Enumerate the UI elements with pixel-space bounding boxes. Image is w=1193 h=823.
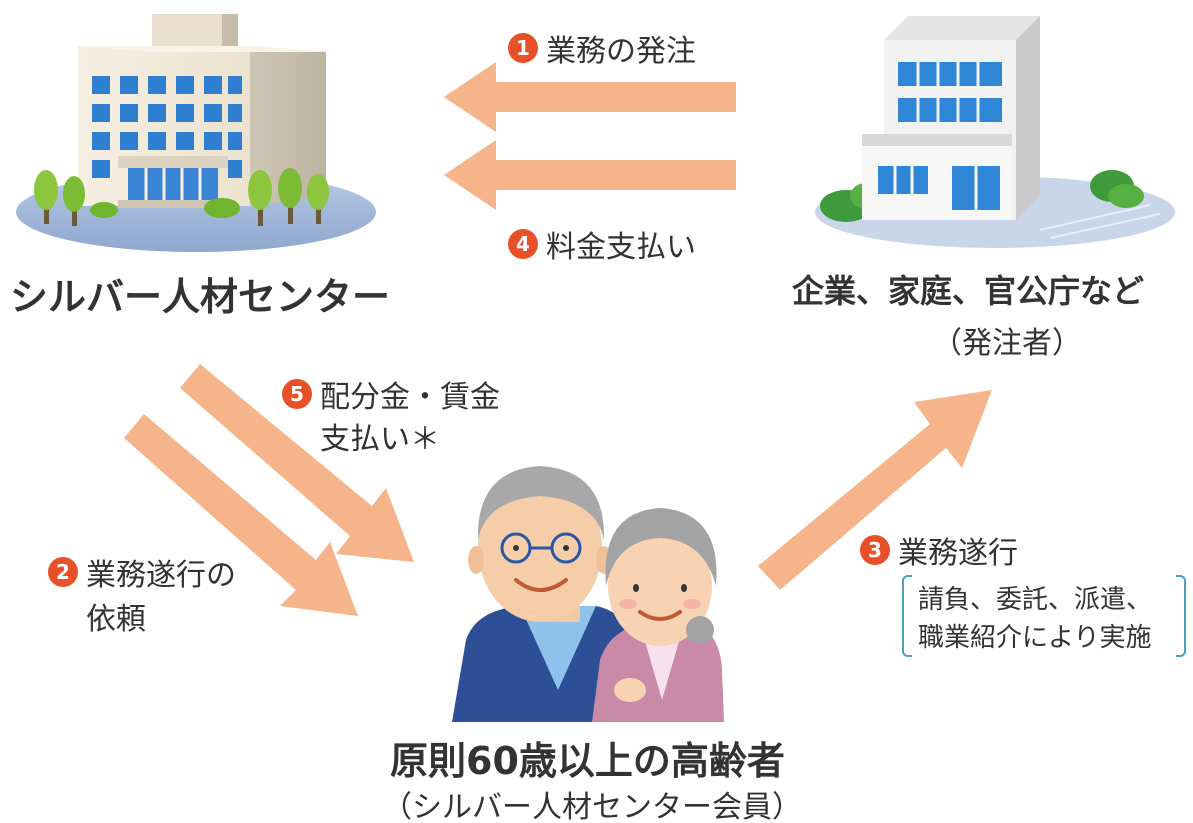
- step-2-label: 2 業務遂行の: [48, 550, 236, 594]
- step-3-note-line2: 職業紹介により実施: [918, 623, 1152, 653]
- node-silver-center: シルバー人材センター: [10, 275, 391, 319]
- note-bracket-right: [1176, 575, 1186, 657]
- step-5-badge: 5: [282, 379, 312, 409]
- step-3-badge: 3: [860, 535, 890, 565]
- arrow-execution: [758, 390, 992, 590]
- step-1-text: 業務の発注: [546, 34, 696, 69]
- company-building-icon: [815, 16, 1175, 248]
- note-bracket-left: [902, 575, 912, 657]
- arrow-order: [444, 62, 736, 132]
- step-5-text-line2: 支払い＊: [320, 422, 440, 457]
- node-client-sub: （発注者）: [932, 326, 1082, 361]
- arrow-request: [124, 414, 358, 616]
- step-5-text-line1: 配分金・賃金: [320, 380, 500, 415]
- arrow-wage: [180, 364, 414, 562]
- step-3-note: 請負、委託、派遣、 職業紹介により実施: [902, 575, 1192, 657]
- step-5-label: 5 配分金・賃金: [282, 372, 500, 416]
- step-3-text: 業務遂行: [898, 536, 1018, 571]
- step-3-label: 3 業務遂行: [860, 528, 1018, 572]
- step-2-text-line2: 依頼: [86, 602, 146, 637]
- step-3-note-line1: 請負、委託、派遣、: [918, 585, 1153, 615]
- step-1-badge: 1: [508, 33, 538, 63]
- arrow-payment: [444, 140, 736, 210]
- step-2-text-line1: 業務遂行の: [86, 558, 236, 593]
- arrows: [124, 62, 992, 616]
- office-building-icon: [16, 14, 376, 252]
- node-client: 企業、家庭、官公庁など: [792, 272, 1145, 310]
- node-members: 原則60歳以上の高齢者: [390, 739, 785, 783]
- step-4-label: 4 料金支払い: [508, 222, 696, 266]
- step-4-badge: 4: [508, 229, 538, 259]
- step-1-label: 1 業務の発注: [508, 26, 696, 70]
- step-4-text: 料金支払い: [546, 230, 696, 265]
- step-2-badge: 2: [48, 557, 78, 587]
- node-members-sub: （シルバー人材センター会員）: [382, 790, 802, 823]
- elderly-couple-icon: [452, 466, 724, 722]
